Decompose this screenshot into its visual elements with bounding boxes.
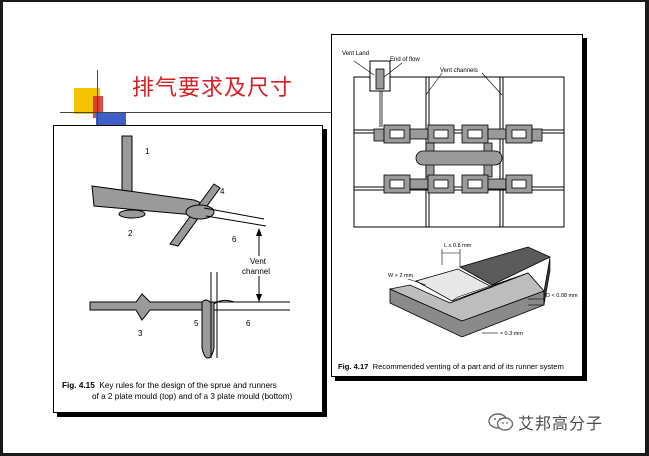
- label-6-bottom: 6: [246, 319, 251, 328]
- frame-border-top: [0, 0, 649, 2]
- label-1: 1: [145, 147, 150, 156]
- watermark: 艾邦高分子: [488, 410, 603, 434]
- dim-W-label: W > 2 mm: [388, 273, 414, 279]
- deco-vertical-line: [97, 70, 98, 128]
- watermark-text: 艾邦高分子: [518, 414, 604, 433]
- wechat-icon: [488, 413, 514, 431]
- caption-number-right: Fig. 4.17: [338, 362, 369, 371]
- vent-label-line1: Vent: [250, 257, 267, 266]
- figure-panel-venting: Vent Land End of flow Vent channels L ≤ …: [331, 34, 583, 377]
- frame-border-bottom: [0, 453, 649, 456]
- deco-horizontal-line: [60, 112, 332, 113]
- dim-L-label: L ≤ 0.8 mm: [444, 243, 472, 249]
- label-2: 2: [128, 229, 133, 238]
- end-of-flow-label: End of flow: [390, 57, 420, 63]
- label-5: 5: [194, 319, 199, 328]
- caption-line1-left: Key rules for the design of the sprue an…: [99, 381, 277, 390]
- dim-D-label: D < 0.08 mm: [546, 293, 578, 299]
- caption-line2-left: of a 2 plate mould (top) and of a 3 plat…: [92, 392, 293, 401]
- vent-channels-label: Vent channels: [440, 68, 478, 74]
- figure-caption-right: Fig. 4.17 Recommended venting of a part …: [338, 361, 578, 372]
- label-4: 4: [220, 187, 225, 196]
- deco-blue-block: [96, 112, 126, 126]
- vent-land-label: Vent Land: [342, 51, 369, 57]
- label-6-top: 6: [232, 235, 237, 244]
- figure-caption-left: Fig. 4.15 Key rules for the design of th…: [62, 380, 318, 402]
- figure-panel-sprue-runners: 1 2 4 6 Vent channel 3 5 6 Fig. 4.15 Key…: [53, 125, 323, 413]
- venting-diagram: Vent Land End of flow Vent channels L ≤ …: [342, 51, 578, 338]
- deco-red-block: [93, 96, 103, 118]
- vent-label-line2: channel: [242, 267, 270, 276]
- caption-number-left: Fig. 4.15: [62, 381, 95, 390]
- sprue-runner-diagram: 1 2 4 6 Vent channel 3 5 6: [89, 135, 290, 359]
- frame-border-left: [0, 0, 3, 456]
- slide-title: 排气要求及尺寸: [132, 76, 294, 101]
- frame-border-right: [645, 0, 649, 456]
- label-3: 3: [138, 329, 143, 338]
- dim-a-label: ≈ 0.3 mm: [500, 331, 523, 337]
- caption-text-right: Recommended venting of a part and of its…: [372, 362, 564, 371]
